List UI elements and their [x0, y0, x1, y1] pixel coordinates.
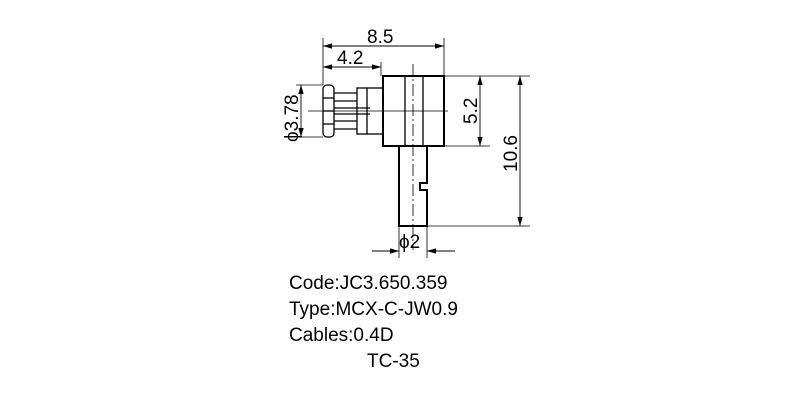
type-label: Type:MCX-C-JW0.9	[289, 299, 458, 320]
dim-total-height: 10.6	[501, 135, 522, 172]
dim-plug-diameter: ϕ3.78	[282, 94, 303, 142]
dim-cable-diameter: ϕ2	[399, 232, 420, 253]
cables-label: Cables:0.4D	[289, 325, 394, 346]
code-label: Code:JC3.650.359	[289, 273, 448, 294]
tc-label: TC-35	[367, 351, 420, 372]
dim-overall-length: 8.5	[367, 27, 393, 48]
dim-plug-length: 4.2	[337, 48, 363, 69]
dim-body-height: 5.2	[461, 98, 482, 124]
cable-tail	[398, 146, 428, 227]
